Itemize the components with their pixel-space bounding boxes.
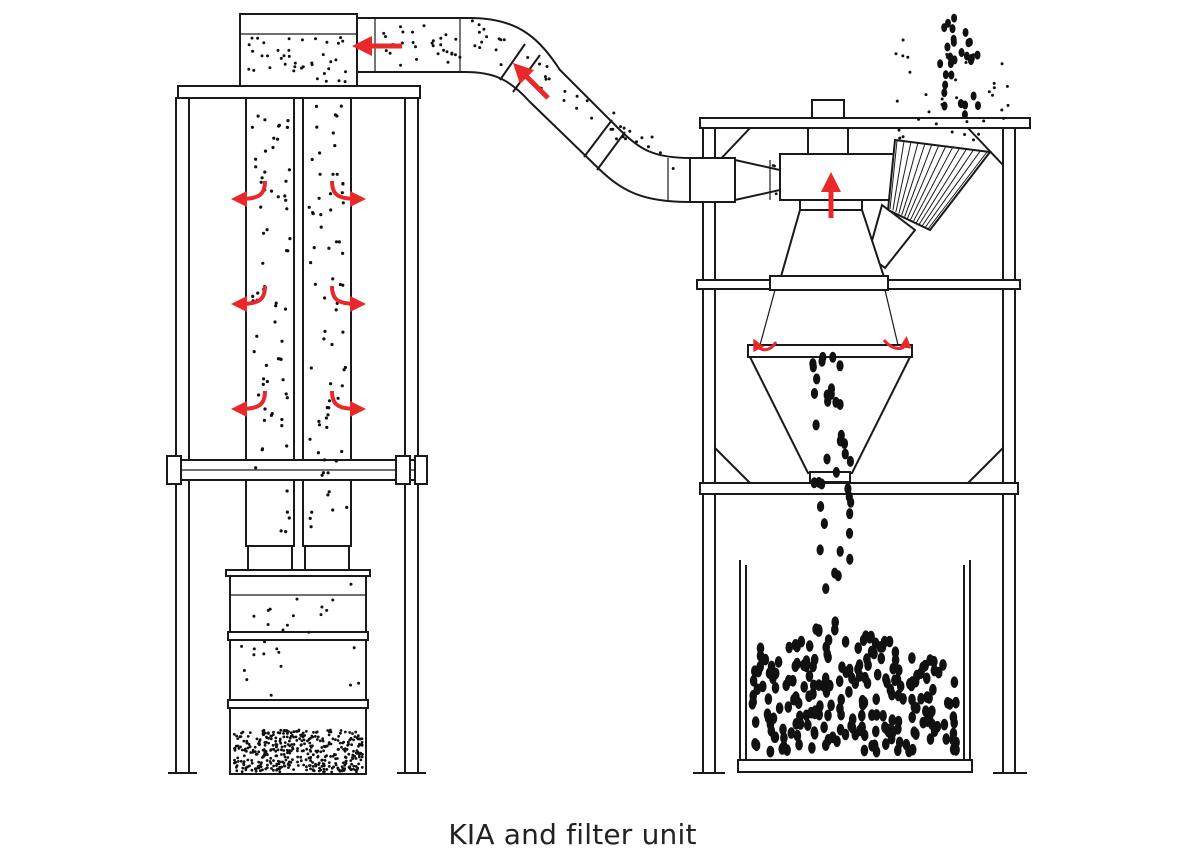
filter-top-platform (177, 85, 421, 99)
red-curved-arrow-icon (882, 336, 912, 350)
red-curved-arrow-icon (231, 180, 267, 207)
inlet-cone (689, 157, 781, 203)
red-curved-arrow-icon (330, 390, 366, 417)
filter-tubes (245, 97, 352, 571)
red-curved-arrow-icon (231, 285, 267, 312)
kia-top-platform (699, 117, 1031, 129)
filter-unit (166, 13, 428, 775)
red-curved-arrow-icon (330, 285, 366, 312)
red-arrow-icon (512, 62, 550, 100)
tube-flow-arrows (231, 180, 366, 417)
falling-pellets (809, 351, 855, 595)
pellet-pile (748, 616, 960, 758)
exhaust-particles (894, 13, 1010, 142)
separator-body (759, 199, 899, 346)
filter-cross-bar (166, 455, 428, 485)
kia-unit (689, 13, 1031, 774)
kia-lower-bar (699, 482, 1019, 495)
flow-arrows (352, 36, 912, 353)
pellet-bin (737, 560, 973, 773)
filter-cartridge (866, 138, 992, 270)
connecting-duct (356, 17, 862, 250)
drum-dust-pile (232, 728, 364, 774)
red-curved-arrow-icon (330, 180, 366, 207)
filter-frame-legs (168, 97, 426, 774)
red-curved-arrow-icon (753, 338, 778, 353)
fan-motor (779, 99, 901, 201)
filter-top-box (239, 13, 358, 87)
kia-corner-gussets (714, 127, 1004, 484)
diagram-caption: KIA and filter unit (448, 818, 697, 851)
tube-particles (240, 36, 361, 697)
discharge-hopper (747, 344, 913, 483)
kia-filter-diagram (166, 13, 1031, 775)
red-curved-arrow-icon (231, 390, 267, 417)
